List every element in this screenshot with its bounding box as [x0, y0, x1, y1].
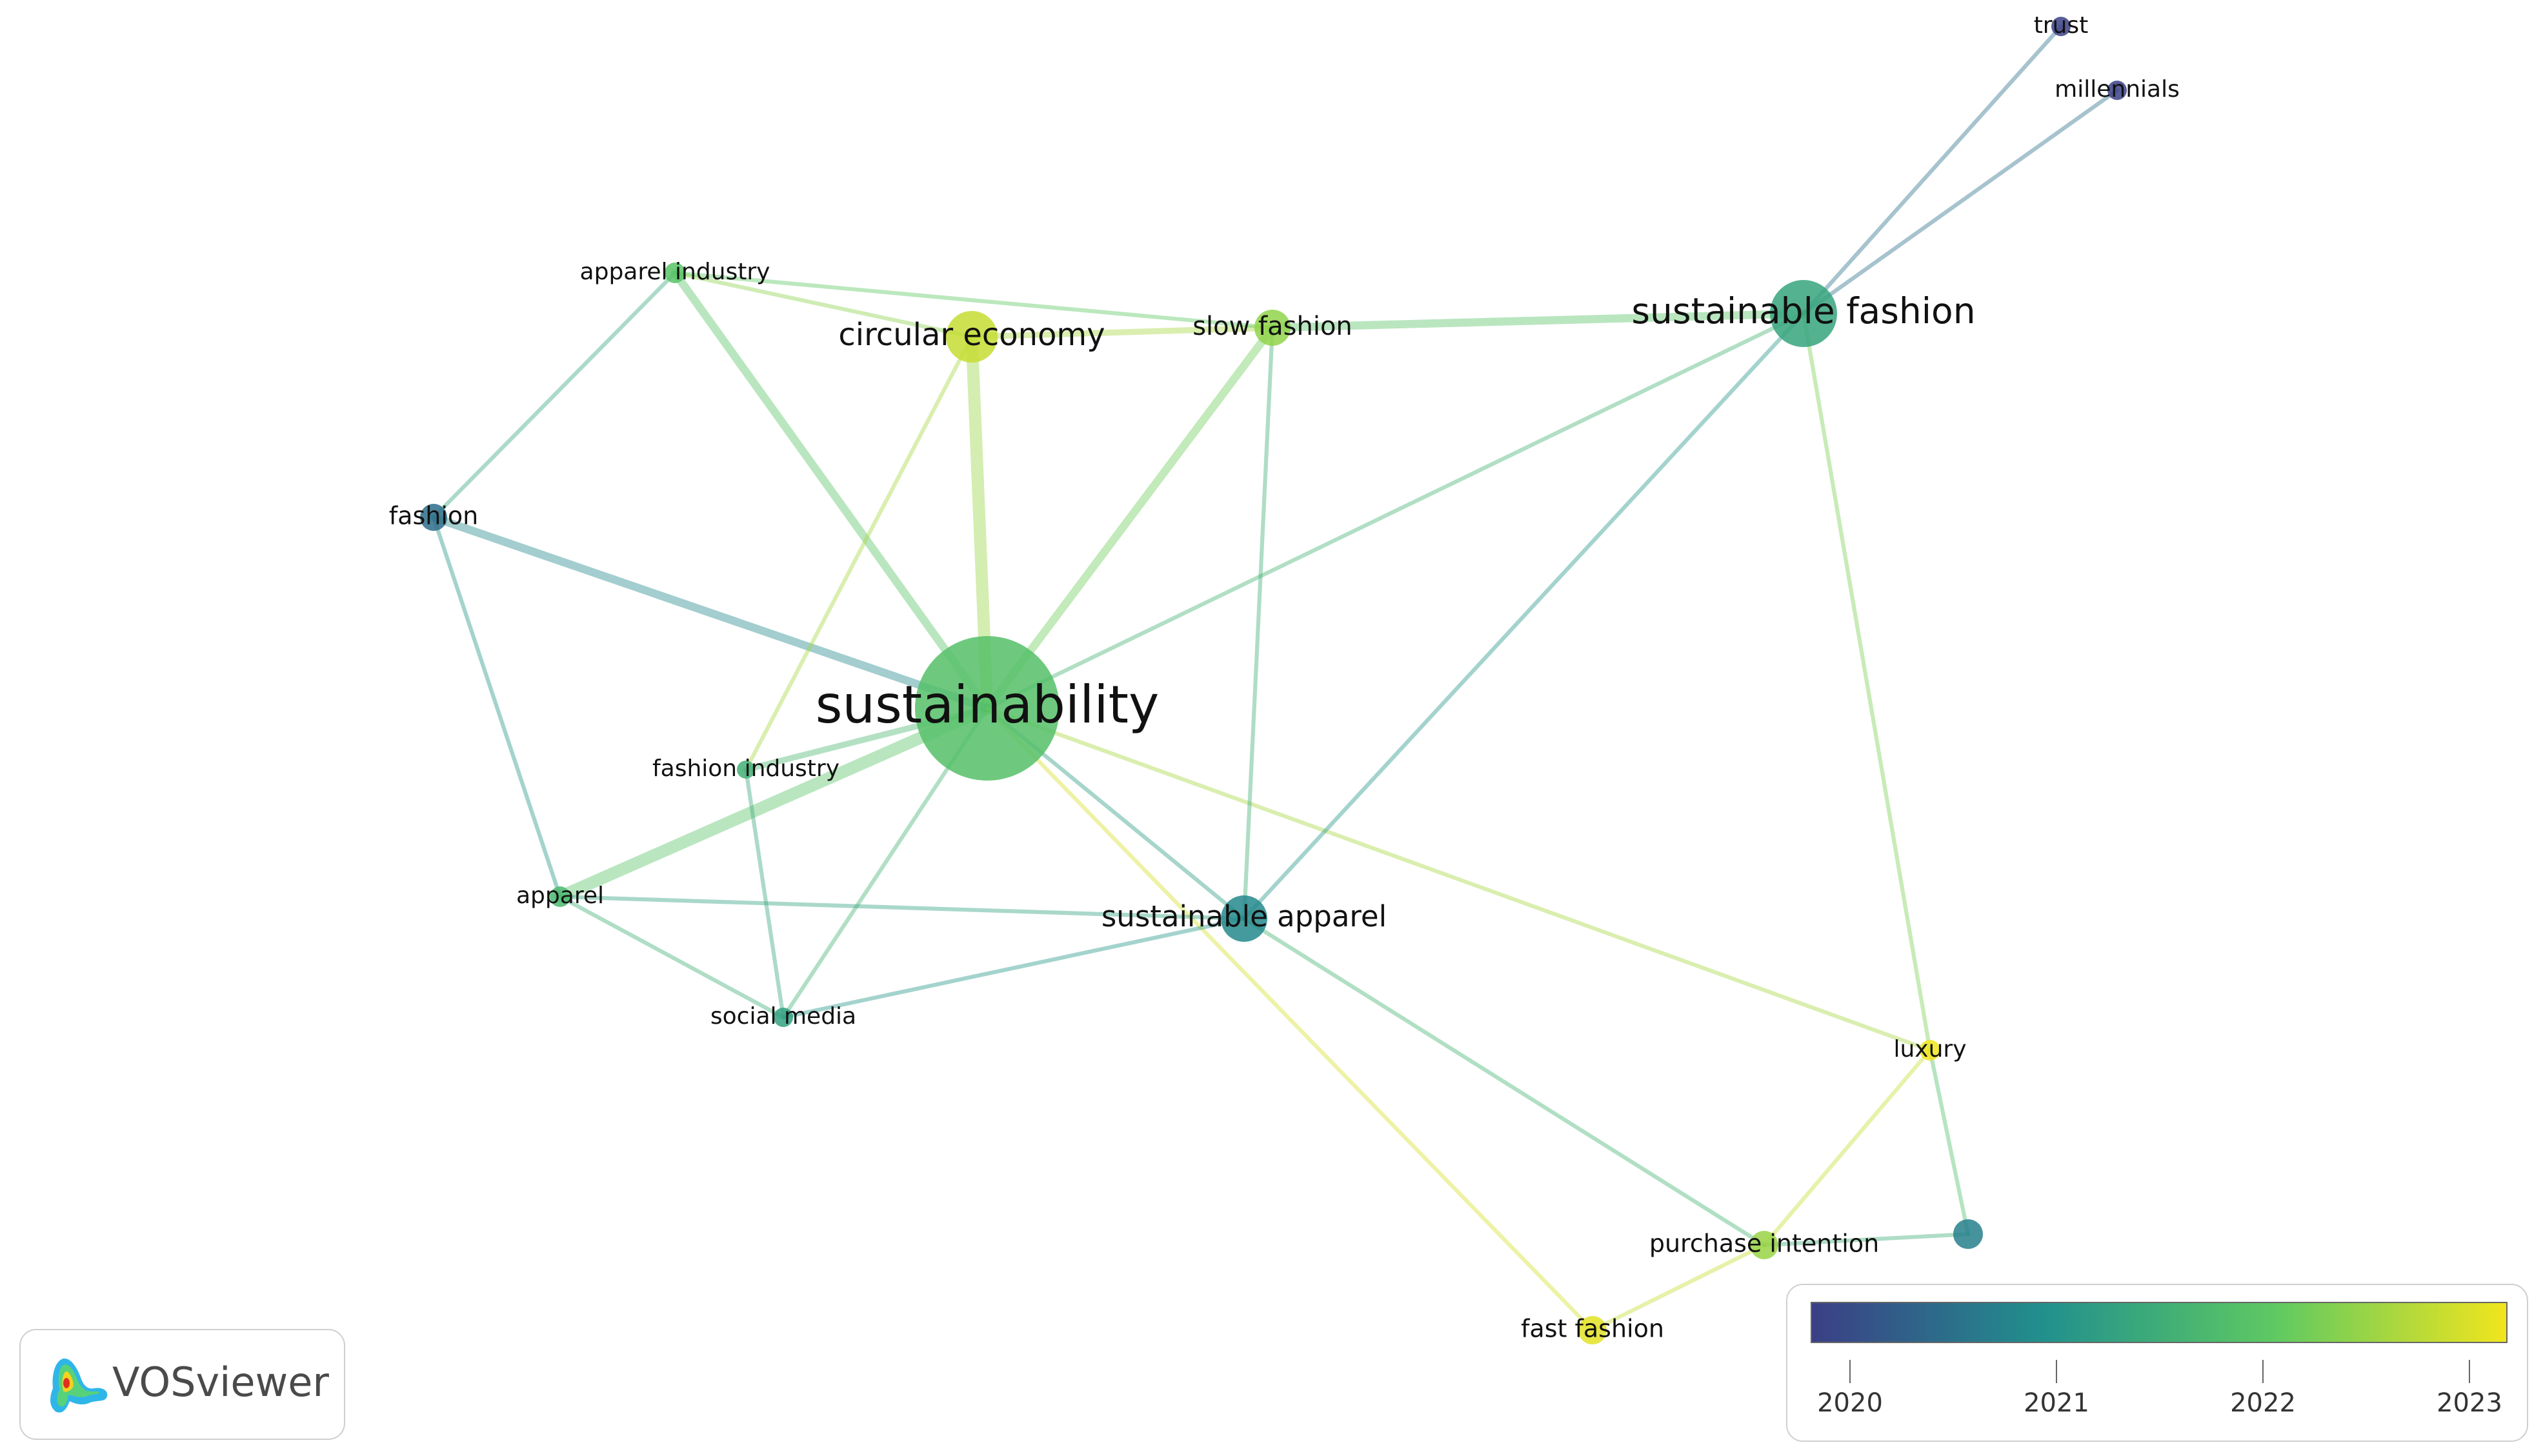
node-unlabeled-node[interactable]: [1953, 1219, 1983, 1249]
link-purchase-intention-unlabeled-node: [1762, 1232, 1971, 1248]
node-label-slow-fashion: slow fashion: [1192, 312, 1352, 341]
legend-tick-2021: [2056, 1360, 2057, 1383]
legend-tick-2020: [1849, 1360, 1851, 1383]
node-label-fashion: fashion: [389, 502, 478, 530]
link-apparel-social-media: [558, 894, 786, 1020]
link-sustainability-apparel-industry: [670, 268, 992, 713]
labels-layer: sustainability circular economy slow fashi…: [389, 12, 2180, 1343]
legend-tick-label-2020: 2020: [1817, 1388, 1883, 1418]
legend-tick-label-2022: 2022: [2230, 1388, 2296, 1418]
node-apparel[interactable]: [550, 886, 570, 907]
link-sustainable-fashion-millennials: [1801, 88, 2120, 316]
link-apparel-sustainable-apparel: [558, 894, 1247, 921]
node-label-circular-economy: circular economy: [838, 317, 1105, 353]
node-social-media[interactable]: [774, 1008, 793, 1027]
node-label-millennials: millennials: [2055, 76, 2180, 103]
vosviewer-logo-text: VOSviewer: [112, 1359, 329, 1406]
legend-tick-label-2023: 2023: [2437, 1388, 2502, 1418]
link-sustainability-apparel: [554, 702, 994, 903]
link-purchase-intention-fast-fashion: [1590, 1242, 1767, 1333]
year-color-legend: 2020 2021 2022 2023: [1786, 1284, 2528, 1442]
link-apparel-industry-circular-economy: [672, 270, 974, 339]
node-label-apparel-industry: apparel industry: [580, 259, 770, 285]
node-slow-fashion[interactable]: [1254, 310, 1291, 346]
node-label-fast-fashion: fast fashion: [1521, 1315, 1664, 1343]
link-luxury-unlabeled-node: [1927, 1048, 1971, 1237]
link-sustainable-fashion-trust: [1801, 24, 2064, 316]
node-label-apparel: apparel: [516, 883, 604, 909]
link-slow-fashion-sustainable-fashion: [1268, 309, 1808, 332]
node-millennials[interactable]: [2107, 81, 2127, 100]
node-trust[interactable]: [2051, 17, 2071, 36]
vosviewer-logo-icon: [50, 1358, 108, 1413]
link-sustainability-fast-fashion: [985, 706, 1595, 1333]
link-fashion-apparel: [431, 515, 563, 899]
node-purchase-intention[interactable]: [1750, 1231, 1778, 1259]
node-sustainability[interactable]: [915, 636, 1060, 781]
links-layer: [429, 24, 2120, 1333]
link-sustainable-fashion-luxury: [1801, 311, 1933, 1053]
node-circular-economy[interactable]: [946, 311, 998, 363]
node-label-social-media: social media: [710, 1003, 856, 1030]
nodes-layer: [420, 17, 2127, 1344]
node-fashion-industry[interactable]: [737, 761, 755, 779]
node-label-sustainable-apparel: sustainable apparel: [1101, 899, 1387, 933]
link-apparel-industry-slow-fashion: [672, 270, 1275, 330]
node-label-sustainable-fashion: sustainable fashion: [1631, 290, 1975, 332]
link-sustainability-fashion: [429, 513, 992, 713]
link-luxury-purchase-intention: [1762, 1048, 1933, 1248]
link-apparel-industry-fashion: [431, 270, 678, 520]
node-fashion[interactable]: [420, 504, 447, 531]
link-circular-economy-fashion-industry: [743, 334, 974, 772]
legend-tick-2022: [2262, 1360, 2264, 1383]
node-label-luxury: luxury: [1893, 1036, 1966, 1062]
node-label-purchase-intention: purchase intention: [1649, 1230, 1879, 1258]
link-fashion-industry-social-media: [743, 767, 786, 1020]
legend-tick-2023: [2469, 1360, 2470, 1383]
link-sustainability-slow-fashion: [983, 323, 1277, 713]
node-fast-fashion[interactable]: [1578, 1316, 1607, 1344]
node-apparel-industry[interactable]: [665, 263, 685, 283]
node-label-sustainability: sustainability: [816, 675, 1160, 735]
node-sustainable-apparel[interactable]: [1221, 895, 1267, 942]
node-luxury[interactable]: [1920, 1040, 1940, 1061]
link-sustainable-apparel-purchase-intention: [1241, 916, 1767, 1248]
legend-tick-label-2021: 2021: [2024, 1388, 2089, 1418]
vosviewer-logo: VOSviewer: [19, 1329, 345, 1440]
link-sustainability-luxury: [985, 706, 1933, 1053]
link-sustainability-sustainable-fashion: [985, 311, 1806, 711]
link-sustainable-fashion-sustainable-apparel: [1241, 311, 1806, 921]
node-sustainable-fashion[interactable]: [1770, 280, 1837, 347]
node-label-trust: trust: [2034, 12, 2089, 39]
link-slow-fashion-sustainable-apparel: [1241, 325, 1275, 921]
node-label-fashion-industry: fashion industry: [652, 755, 839, 782]
year-color-gradient-bar: [1811, 1302, 2508, 1343]
link-circular-economy-slow-fashion: [969, 324, 1276, 340]
link-social-media-sustainable-apparel: [781, 916, 1247, 1020]
